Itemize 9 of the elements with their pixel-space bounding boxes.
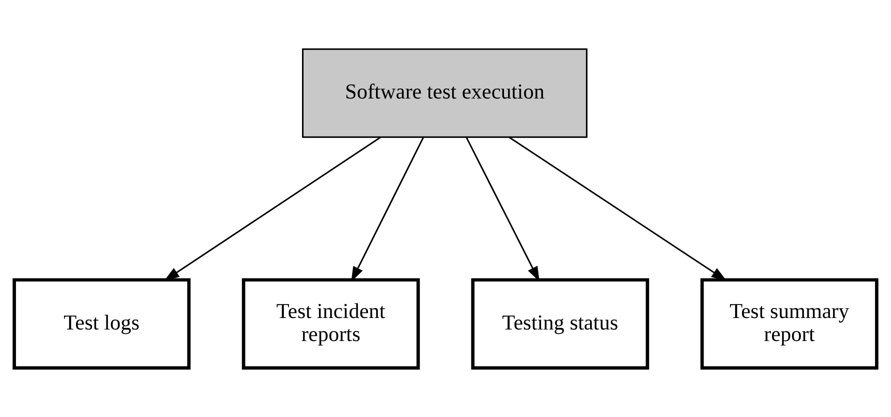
node-box: Test incident reports	[242, 278, 420, 370]
arrow	[508, 136, 727, 281]
node-box: Test logs	[12, 278, 191, 370]
arrow	[466, 137, 540, 282]
arrow	[351, 137, 424, 282]
node-box: Test summary report	[700, 278, 878, 370]
node-box: Software test execution	[302, 48, 588, 138]
arrow	[164, 136, 382, 281]
node-box: Testing status	[471, 278, 650, 370]
